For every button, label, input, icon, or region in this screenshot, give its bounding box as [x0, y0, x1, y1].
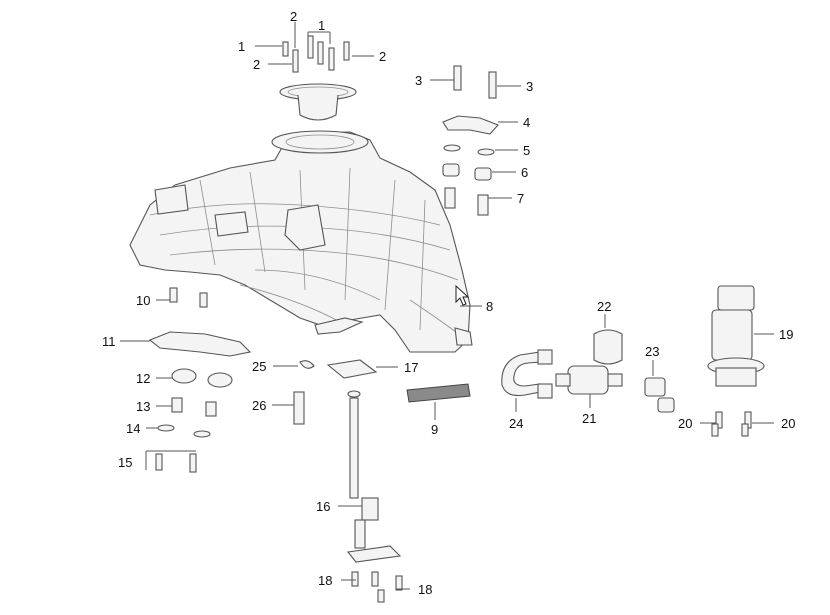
mount-bolts: [453, 65, 497, 99]
callout-20-left: 20: [678, 416, 692, 431]
left-washers: [157, 424, 211, 438]
callout-18-left: 18: [318, 573, 332, 588]
connector-23: [644, 377, 675, 413]
cap-bolts: [282, 35, 350, 73]
callout-12: 12: [136, 371, 150, 386]
callout-7: 7: [517, 191, 524, 206]
clip-25: [299, 360, 315, 369]
callout-19: 19: [779, 327, 793, 342]
callout-9: 9: [431, 422, 438, 437]
callout-8: 8: [486, 299, 493, 314]
callout-14: 14: [126, 421, 140, 436]
callout-26: 26: [252, 398, 266, 413]
callout-22: 22: [597, 299, 611, 314]
mount-bracket: [442, 115, 499, 135]
callout-3-left: 3: [415, 73, 422, 88]
leader-lines: [120, 22, 774, 590]
callout-3-right: 3: [526, 79, 533, 94]
callout-18-right: 18: [418, 582, 432, 597]
fuel-pump-19: [707, 285, 765, 387]
callout-10: 10: [136, 293, 150, 308]
spacer-collars: [444, 187, 489, 216]
left-bolts: [169, 287, 208, 308]
callout-25: 25: [252, 359, 266, 374]
fuel-filter-21: [555, 365, 623, 395]
fuel-hose-24: [501, 349, 553, 399]
drain-plate: [346, 545, 402, 563]
left-collars: [171, 397, 217, 417]
callout-1-top: 1: [318, 18, 325, 33]
callout-1-left: 1: [238, 39, 245, 54]
callout-5: 5: [523, 143, 530, 158]
callout-16: 16: [316, 499, 330, 514]
pump-screws-20: [711, 411, 752, 437]
filter-clamp-22: [593, 329, 623, 365]
callout-6: 6: [521, 165, 528, 180]
washers: [443, 144, 495, 156]
callout-24: 24: [509, 416, 523, 431]
callout-2-right: 2: [379, 49, 386, 64]
callout-21: 21: [582, 411, 596, 426]
gasket-17: [326, 359, 378, 379]
callout-labels: 1 1 2 2 2 3 3 4 5 6 7 8 9 10 11 12 13 14…: [102, 9, 795, 597]
left-grommets: [171, 368, 233, 388]
callout-17: 17: [404, 360, 418, 375]
callout-20-right: 20: [781, 416, 795, 431]
mouse-cursor-icon: [455, 284, 470, 306]
fuel-cap-ring: [279, 83, 357, 121]
callout-2-left: 2: [253, 57, 260, 72]
breather-hose-26: [293, 391, 305, 425]
drain-screws-18: [351, 571, 403, 603]
callout-13: 13: [136, 399, 150, 414]
foam-pad-9: [406, 383, 471, 403]
callout-15: 15: [118, 455, 132, 470]
callout-11: 11: [102, 334, 116, 349]
callout-23: 23: [645, 344, 659, 359]
left-screws: [155, 453, 197, 473]
callout-2-top: 2: [290, 9, 297, 24]
rubber-grommets: [442, 163, 492, 181]
fuel-tank: [129, 130, 473, 353]
callout-4: 4: [523, 115, 530, 130]
drain-tube-16: [347, 390, 379, 549]
left-bracket: [148, 331, 252, 357]
